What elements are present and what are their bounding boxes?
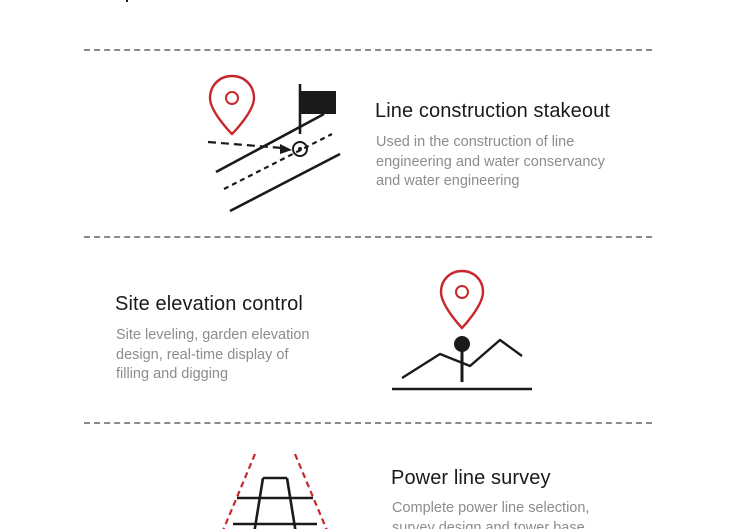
road-stakeout-pin-flag-icon bbox=[207, 74, 341, 213]
divider-3 bbox=[84, 422, 652, 424]
section-title: Line construction stakeout bbox=[375, 100, 610, 122]
divider-1 bbox=[84, 49, 652, 51]
divider-2 bbox=[84, 236, 652, 238]
section-title: Power line survey bbox=[391, 467, 551, 489]
section-description: Site leveling, garden elevation design, … bbox=[116, 327, 310, 382]
section-title: Site elevation control bbox=[115, 293, 303, 315]
mountain-elevation-pin-icon bbox=[392, 269, 532, 391]
top-edge-mark bbox=[126, 0, 128, 2]
section-description: Used in the construction of line enginee… bbox=[376, 134, 605, 189]
power-tower-icon bbox=[222, 453, 328, 529]
section-description: Complete power line selection, survey de… bbox=[392, 500, 590, 529]
